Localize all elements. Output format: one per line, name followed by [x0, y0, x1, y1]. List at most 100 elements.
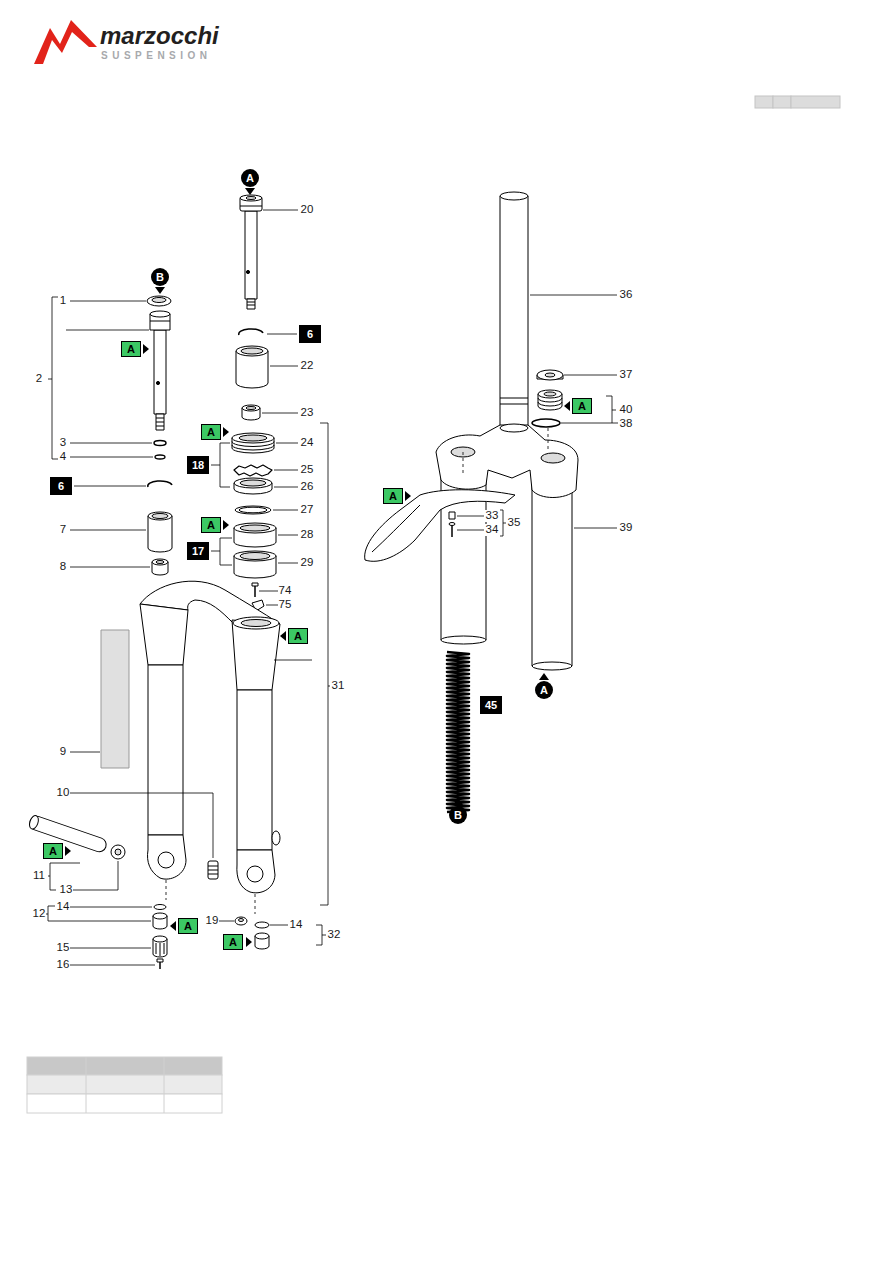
- tool-reference: 6: [50, 477, 72, 495]
- assembly-tag: A: [43, 843, 63, 859]
- assembly-axis: [166, 880, 167, 900]
- part-drawing: [236, 346, 268, 356]
- circle-fill: [241, 169, 259, 187]
- reference-circle: A: [241, 169, 259, 187]
- part-drawing: [252, 583, 258, 586]
- page-marker: [755, 96, 840, 108]
- leader-line: [530, 295, 617, 296]
- callout-number: 14: [56, 901, 71, 913]
- part-drawing: [500, 196, 528, 430]
- pointer-arrow: [453, 798, 463, 805]
- leader-line: [46, 210, 618, 965]
- circle-fill: [449, 806, 467, 824]
- node-letter: A: [540, 685, 548, 696]
- node-letter: 45: [485, 700, 497, 711]
- brand-tagline: SUSPENSION: [101, 51, 212, 61]
- callout-number: 37: [619, 369, 634, 381]
- part-drawing: [237, 690, 272, 850]
- callout-number: 38: [619, 418, 634, 430]
- part-drawing: [372, 505, 420, 552]
- leader-line: [70, 793, 213, 858]
- part-drawing: [449, 512, 455, 519]
- callout-number: 33: [485, 510, 500, 522]
- tool-reference: 18: [187, 456, 209, 474]
- part-drawing: [240, 480, 266, 486]
- leader-line: [70, 752, 100, 753]
- part-drawing: [28, 814, 108, 853]
- leader-line: [270, 925, 288, 926]
- callout-number: 9: [59, 746, 67, 758]
- part-drawing: [239, 329, 263, 335]
- pointer-arrow: [155, 287, 165, 294]
- part-drawing: [537, 370, 563, 380]
- part-drawing: [255, 922, 269, 928]
- part-drawing: [272, 831, 280, 845]
- leader-line: [70, 965, 155, 966]
- part-drawing: [247, 866, 263, 882]
- brand-logo: [34, 20, 97, 64]
- callout-number: 28: [300, 529, 315, 541]
- callout-number: 23: [300, 407, 315, 419]
- part-drawing: [538, 390, 562, 398]
- leader-line: [276, 443, 298, 444]
- assembly-tag: A: [288, 628, 308, 644]
- leader-line: [278, 535, 298, 536]
- part-drawing: [154, 330, 166, 414]
- pointer-arrow: [245, 188, 255, 195]
- leader-line: [74, 486, 146, 487]
- callout-number: 25: [300, 464, 315, 476]
- part-drawing: [101, 630, 129, 768]
- callout-number: 22: [300, 360, 315, 372]
- part-drawing: [544, 392, 556, 396]
- part-drawing: [232, 433, 274, 443]
- part-drawing: [255, 933, 269, 939]
- part-drawing: [234, 478, 272, 488]
- part-drawing: [246, 407, 256, 410]
- leader-line: [73, 861, 118, 890]
- part-drawing: [156, 943, 164, 956]
- leader-line: [274, 470, 298, 471]
- empty-table: [27, 1057, 222, 1075]
- part-drawing: [208, 866, 218, 874]
- empty-table: [27, 1075, 222, 1094]
- callout-number: 4: [59, 451, 67, 463]
- callout-number: 40: [619, 404, 634, 416]
- leader-line: [263, 210, 298, 211]
- callout-number: 10: [56, 787, 71, 799]
- part-drawing: [246, 270, 249, 273]
- leader-line: [273, 510, 298, 511]
- page-marker: [773, 96, 791, 108]
- pointer-arrow: [280, 631, 286, 641]
- leader-line: [500, 510, 506, 536]
- part-drawing: [449, 523, 455, 526]
- callout-number: 19: [205, 915, 220, 927]
- leader-line: [70, 907, 152, 908]
- reference-circle: B: [151, 268, 169, 286]
- assembly-axis: [548, 428, 549, 452]
- reference-circle: B: [449, 806, 467, 824]
- callout-number: 2: [35, 373, 43, 385]
- node-letter: 17: [192, 546, 204, 557]
- part-drawing: [148, 516, 172, 552]
- tool-reference: 17: [187, 542, 209, 560]
- circle-fill: [151, 268, 169, 286]
- pointer-arrow: [405, 491, 411, 501]
- part-drawing: [233, 617, 279, 629]
- node-letter: A: [184, 921, 192, 932]
- leader-line: [266, 605, 278, 606]
- leader-line: [48, 297, 58, 459]
- callout-number: 20: [300, 204, 315, 216]
- part-drawing: [150, 321, 170, 322]
- assembly-axis: [463, 452, 464, 476]
- assembly-tag: A: [223, 934, 243, 950]
- leader-line: [219, 921, 234, 922]
- leader-line: [70, 948, 151, 949]
- leader-line: [564, 375, 617, 376]
- leader-line: [457, 516, 484, 517]
- part-drawing: [532, 419, 560, 427]
- part-drawing: [254, 586, 256, 597]
- leader-line: [274, 660, 312, 661]
- callout-number: 35: [507, 517, 522, 529]
